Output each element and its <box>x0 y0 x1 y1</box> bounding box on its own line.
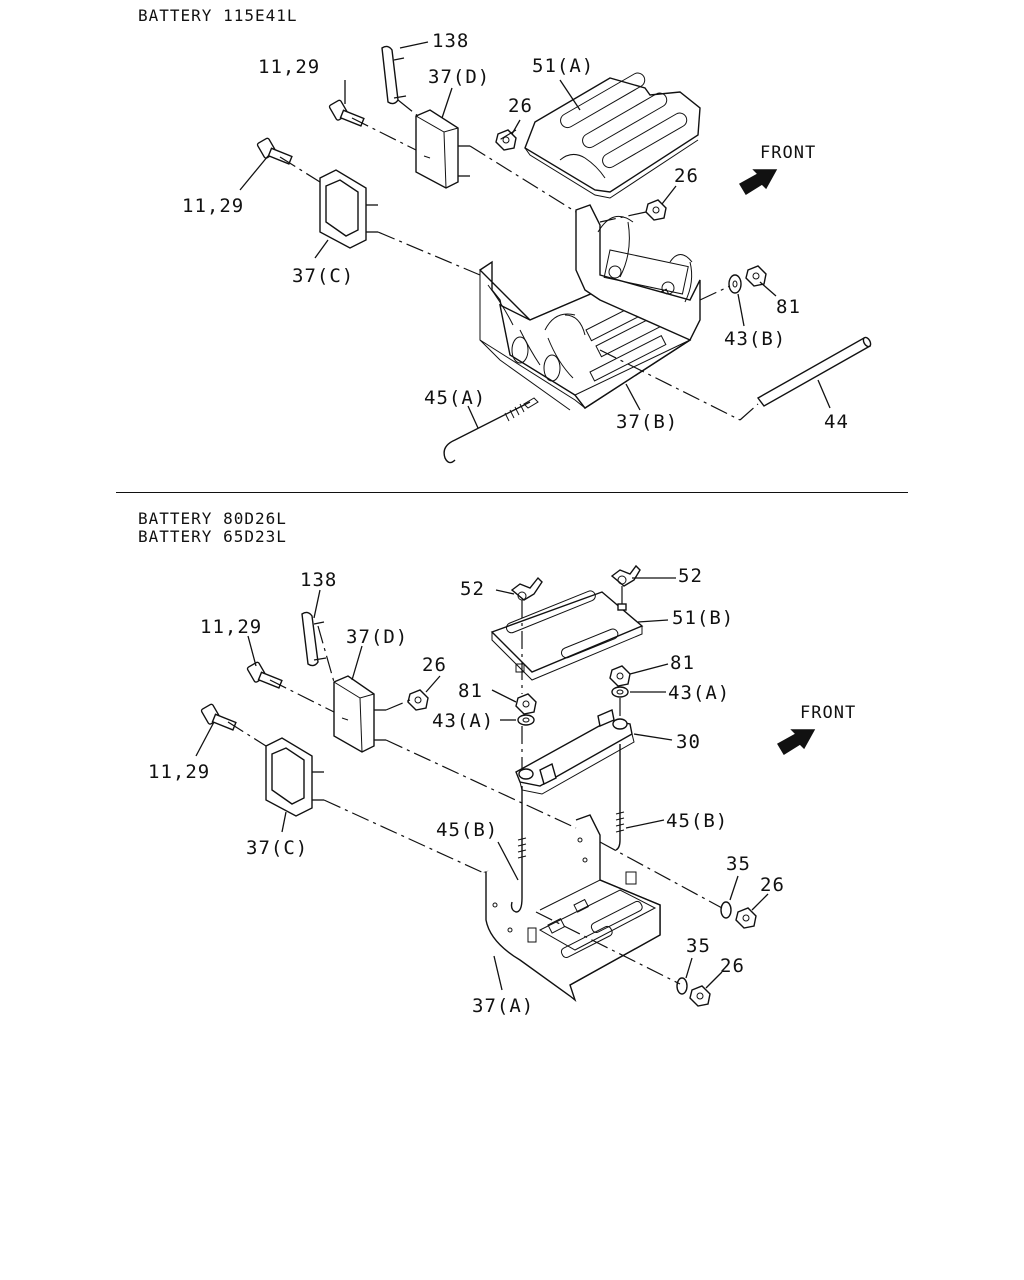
label-43a-right: 43(A) <box>668 682 730 704</box>
label-43a-left: 43(A) <box>432 710 494 732</box>
label-37d: 37(D) <box>428 66 490 88</box>
label-35-lower: 35 <box>686 935 711 957</box>
washer-43a-right <box>611 686 629 698</box>
nut-26-bracket <box>407 689 429 711</box>
nut-81 <box>745 265 767 287</box>
section-2-heading-line-2: BATTERY 65D23L <box>138 527 287 546</box>
rod-44 <box>756 336 872 407</box>
front-arrow-icon <box>739 169 778 195</box>
washer-35-lower <box>676 977 688 995</box>
label-43b: 43(B) <box>724 328 786 350</box>
label-45b-left: 45(B) <box>436 819 498 841</box>
bracket-37c-2 <box>265 737 324 817</box>
rod-45a <box>443 401 531 464</box>
bolt-11-29-lower-2 <box>200 703 237 731</box>
washer-43b <box>728 274 742 294</box>
label-35-upper: 35 <box>726 853 751 875</box>
label-138-2: 138 <box>300 569 337 591</box>
section-2-diagram: 138 52 52 11,29 37(D) 51(B) 26 81 81 43(… <box>148 564 856 1017</box>
battery-cover-51a <box>524 72 701 199</box>
label-30: 30 <box>676 731 701 753</box>
clamp-138-2 <box>301 611 327 667</box>
label-front: FRONT <box>760 143 816 163</box>
wing-nut-52-left <box>510 576 543 601</box>
label-51b: 51(B) <box>672 607 734 629</box>
label-11-29-upper: 11,29 <box>258 56 320 78</box>
bracket-37d <box>415 109 470 189</box>
bracket-37d-2 <box>333 675 386 753</box>
front-arrow-icon-2 <box>777 729 816 755</box>
nut-26-lower-right <box>689 985 711 1007</box>
label-26-upper-right: 26 <box>760 874 785 896</box>
label-37d-2: 37(D) <box>346 626 408 648</box>
label-26-right: 26 <box>674 165 699 187</box>
label-45a: 45(A) <box>424 387 486 409</box>
section-2-heading-line-1: BATTERY 80D26L <box>138 509 287 528</box>
label-11-29-lower: 11,29 <box>182 195 244 217</box>
label-52-left: 52 <box>460 578 485 600</box>
label-37a: 37(A) <box>472 995 534 1017</box>
bolt-11-29-upper-2 <box>246 661 283 689</box>
label-37c: 37(C) <box>292 265 354 287</box>
label-37b: 37(B) <box>616 411 678 433</box>
section-divider <box>116 492 908 493</box>
battery-cover-51b <box>490 590 644 681</box>
label-81-right: 81 <box>670 652 695 674</box>
label-11-29-upper-2: 11,29 <box>200 616 262 638</box>
clamp-138 <box>381 45 407 105</box>
label-138: 138 <box>432 30 469 52</box>
label-51a: 51(A) <box>532 55 594 77</box>
battery-tray-37a <box>483 814 661 1003</box>
washer-35-upper <box>720 901 732 919</box>
label-37c-2: 37(C) <box>246 837 308 859</box>
label-81: 81 <box>776 296 801 318</box>
label-26-lower-right: 26 <box>720 955 745 977</box>
section-1-diagram: 138 11,29 37(D) 51(A) 26 FRONT 26 11,29 … <box>182 30 872 464</box>
section-1-heading: BATTERY 115E41L <box>138 6 298 25</box>
label-44: 44 <box>824 411 849 433</box>
washer-43a-left <box>517 714 535 726</box>
nut-26-upper-right <box>735 907 757 929</box>
label-45b-right: 45(B) <box>666 810 728 832</box>
label-11-29-lower-2: 11,29 <box>148 761 210 783</box>
label-26-bracket: 26 <box>422 654 447 676</box>
cover-bolt-tip <box>617 603 627 611</box>
wing-nut-52-right <box>610 564 641 587</box>
rod-45b-right <box>615 744 625 851</box>
label-front-2: FRONT <box>800 703 856 723</box>
label-52-right: 52 <box>678 565 703 587</box>
bracket-37c <box>319 169 378 249</box>
nut-81-left <box>515 693 537 715</box>
bolt-11-29-upper <box>328 99 365 127</box>
battery-tray-37b <box>478 204 701 411</box>
nut-81-right <box>609 665 631 687</box>
rod-45b-left <box>510 786 527 913</box>
hold-down-bar-30 <box>515 709 635 795</box>
bolt-11-29-lower <box>256 137 293 165</box>
label-26-upper: 26 <box>508 95 533 117</box>
label-81-left: 81 <box>458 680 483 702</box>
